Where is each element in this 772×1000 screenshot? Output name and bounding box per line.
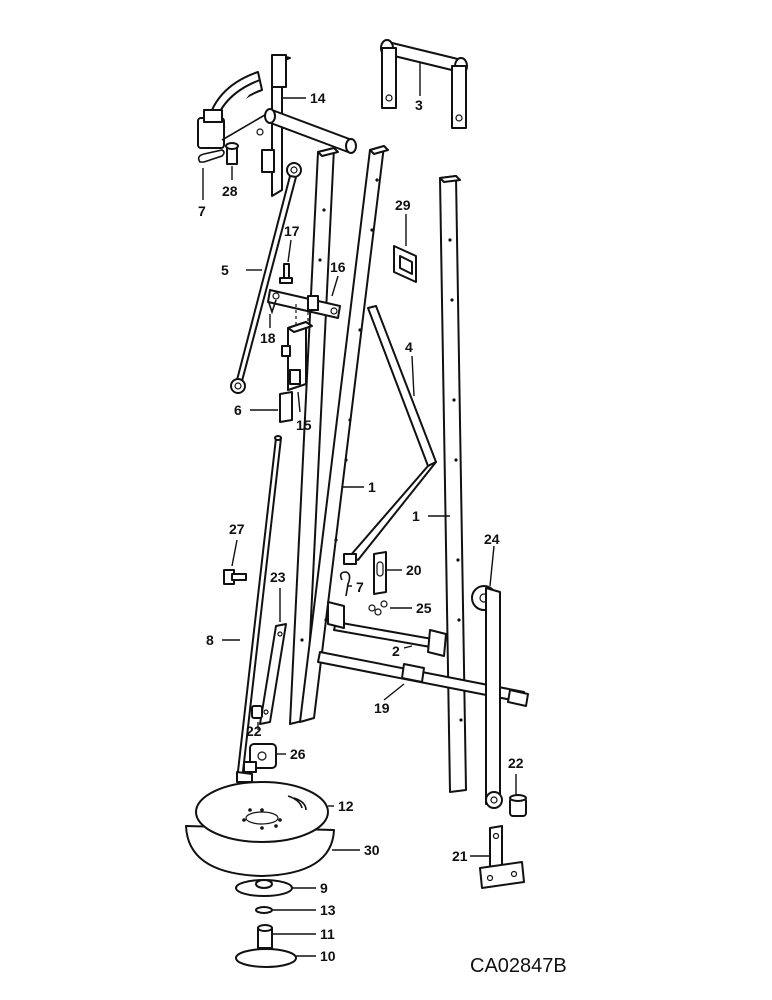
part-17-bolt <box>279 263 293 284</box>
callout-7: 7 <box>198 203 206 219</box>
callout-18: 18 <box>260 330 276 346</box>
callout-19: 19 <box>374 700 390 716</box>
callout-15: 15 <box>296 417 312 433</box>
part-3-u-bracket <box>380 39 468 129</box>
part-28-pin <box>225 142 239 165</box>
callout-13: 13 <box>320 902 336 918</box>
part-26-clamp <box>243 743 277 773</box>
callout-28: 28 <box>222 183 238 199</box>
leader-lines <box>202 62 517 957</box>
callout-21: 21 <box>452 848 468 864</box>
callout-8: 8 <box>206 632 214 648</box>
part-12-disc <box>195 781 329 843</box>
part-27-bolt <box>223 569 247 585</box>
part-13-washer <box>255 906 273 914</box>
callout-12: 12 <box>338 798 354 814</box>
part-22-bushing-left <box>251 705 263 719</box>
callout-1-center: 1 <box>368 479 376 495</box>
part-5-rod <box>230 162 302 394</box>
callout-16: 16 <box>330 259 346 275</box>
callout-22-left: 22 <box>246 723 262 739</box>
part-14-shaft <box>264 108 357 154</box>
callout-5: 5 <box>221 262 229 278</box>
callout-27: 27 <box>229 521 245 537</box>
callout-9: 9 <box>320 880 328 896</box>
part-7-clip-lower <box>339 571 351 597</box>
callout-23: 23 <box>270 569 286 585</box>
part-6-sleeve <box>279 391 293 423</box>
part-4-brace <box>343 305 437 565</box>
part-24-arm <box>471 585 503 809</box>
part-15-block <box>281 321 313 391</box>
part-23-strap <box>259 623 287 725</box>
callout-20: 20 <box>406 562 422 578</box>
part-7-clip-top <box>197 149 225 163</box>
callout-2: 2 <box>392 643 400 659</box>
callout-14: 14 <box>310 90 326 106</box>
callout-11: 11 <box>320 926 335 942</box>
callout-22-right: 22 <box>508 755 524 771</box>
part-18-pin <box>267 299 277 315</box>
part-14-bracket <box>197 54 291 197</box>
callout-29: 29 <box>395 197 411 213</box>
part-11-hub <box>257 924 273 949</box>
part-8-rod <box>236 435 282 783</box>
callout-17: 17 <box>284 223 300 239</box>
callout-7-lower: 7 <box>356 579 364 595</box>
part-2-crossbar <box>327 601 447 657</box>
part-16-link <box>267 289 341 319</box>
part-20-plate <box>373 551 387 595</box>
callout-1-right: 1 <box>412 508 420 524</box>
callout-labels: 14 3 28 7 29 17 16 5 18 4 6 15 1 1 27 24… <box>198 90 524 964</box>
part-21-bracket <box>479 825 525 889</box>
part-1-upright-center <box>299 145 389 723</box>
part-1-upright-right <box>439 175 467 793</box>
part-10-base <box>235 948 297 968</box>
part-25-chain <box>368 600 388 616</box>
part-9-flange <box>235 879 293 897</box>
callout-24: 24 <box>484 531 500 547</box>
callout-4: 4 <box>405 339 413 355</box>
part-19-bar <box>317 651 529 707</box>
callout-25: 25 <box>416 600 432 616</box>
part-22-bushing-right <box>509 794 527 817</box>
callout-3: 3 <box>415 97 423 113</box>
callout-10: 10 <box>320 948 336 964</box>
callout-30: 30 <box>364 842 380 858</box>
callout-6: 6 <box>234 402 242 418</box>
part-29-clip <box>393 245 417 283</box>
callout-26: 26 <box>290 746 306 762</box>
drawing-code: CA02847B <box>470 955 567 977</box>
